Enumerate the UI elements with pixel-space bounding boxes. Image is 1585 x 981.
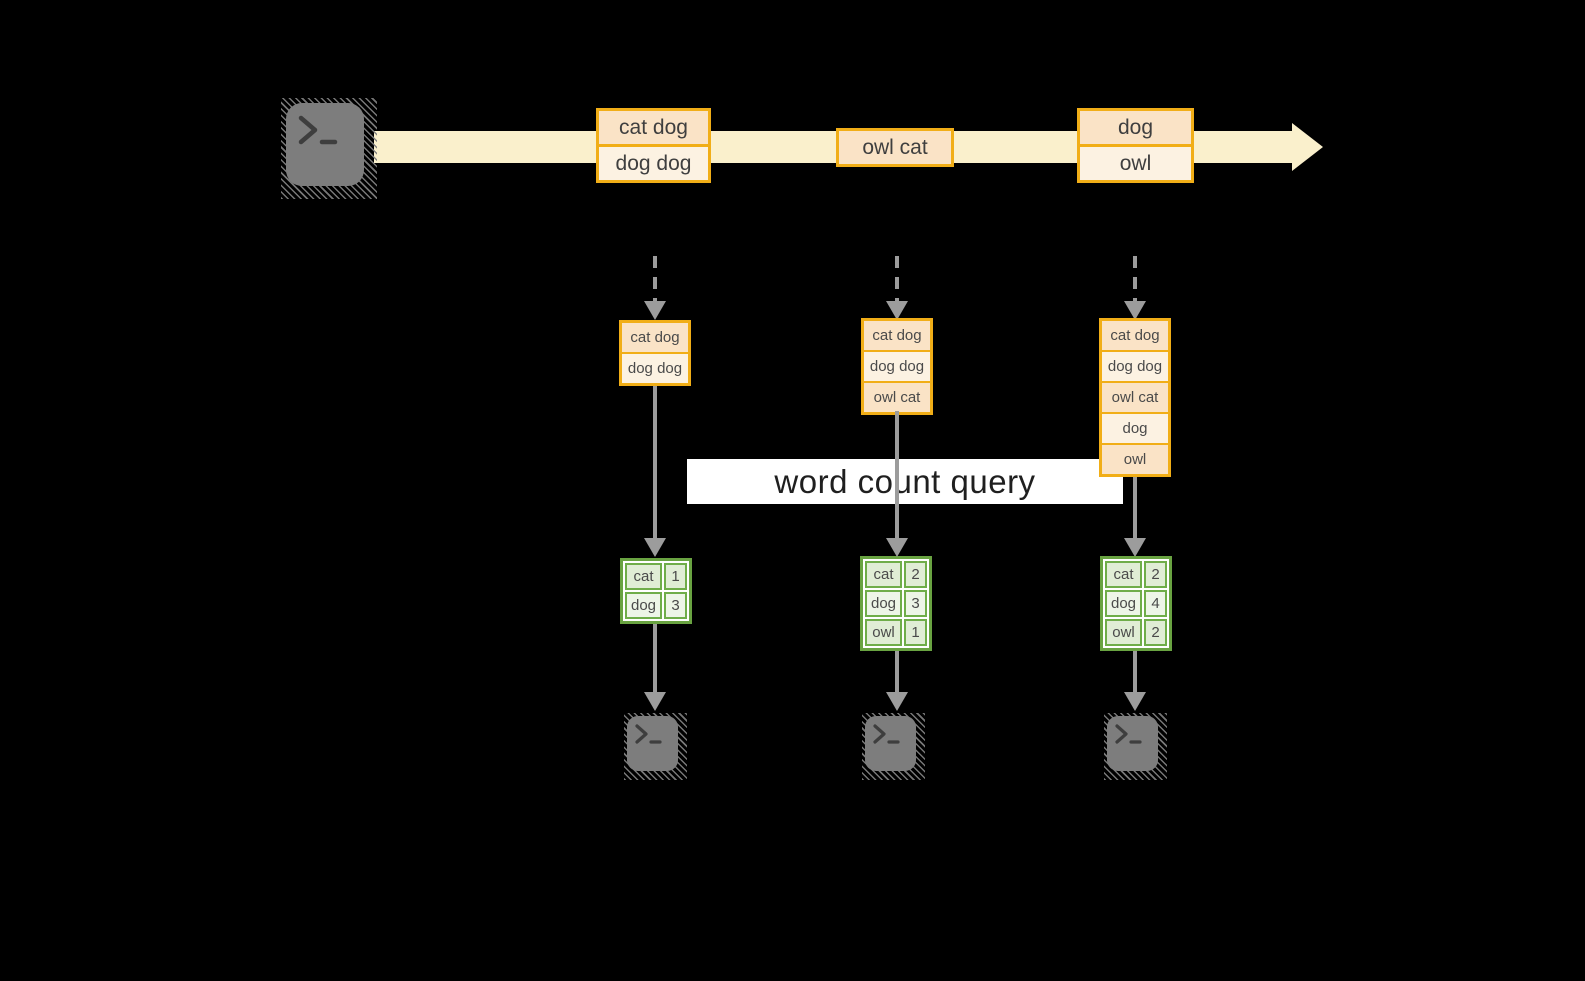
count-cell: 2 [1144, 619, 1167, 646]
arrowhead-icon [1124, 301, 1146, 320]
stack-line: owl cat [1102, 381, 1168, 412]
arrowhead-icon [1124, 538, 1146, 557]
arrow-line [653, 385, 657, 539]
prompt-glyph-icon [873, 724, 900, 744]
dashed-arrow-line [1133, 256, 1137, 302]
query-label: word count query [774, 462, 1036, 500]
stream-batch-2: owl cat [836, 128, 954, 167]
arrowhead-icon [1124, 692, 1146, 711]
prompt-glyph-icon [1115, 724, 1142, 744]
stack-line: owl [1102, 443, 1168, 474]
word-cell: owl [865, 619, 902, 646]
count-cell: 1 [664, 563, 687, 590]
batch-line: dog dog [599, 144, 708, 180]
stack-line: cat dog [1102, 321, 1168, 350]
micro-batch-1: cat dog dog dog [619, 320, 691, 386]
output-terminal-icon-1 [624, 713, 687, 780]
stack-line: cat dog [864, 321, 930, 350]
terminal-plate [286, 103, 364, 186]
arrowhead-icon [886, 692, 908, 711]
query-banner: word count query [687, 459, 1123, 504]
dashed-arrow-line [653, 256, 657, 302]
arrowhead-icon [886, 301, 908, 320]
stack-line: cat dog [622, 323, 688, 352]
batch-line: owl cat [839, 131, 951, 164]
word-cell: cat [625, 563, 662, 590]
stack-line: dog dog [1102, 350, 1168, 381]
count-cell: 2 [1144, 561, 1167, 588]
word-cell: owl [1105, 619, 1142, 646]
word-cell: dog [1105, 590, 1142, 617]
batch-line: dog [1080, 111, 1191, 144]
micro-batch-3: cat dog dog dog owl cat dog owl [1099, 318, 1171, 477]
micro-batch-2: cat dog dog dog owl cat [861, 318, 933, 415]
stack-line: owl cat [864, 381, 930, 412]
count-cell: 3 [664, 592, 687, 619]
arrowhead-icon [644, 692, 666, 711]
output-terminal-icon-3 [1104, 713, 1167, 780]
arrow-line [653, 623, 657, 693]
count-table-1: cat 1 dog 3 [620, 558, 692, 624]
stack-line: dog [1102, 412, 1168, 443]
word-cell: cat [1105, 561, 1142, 588]
prompt-glyph-icon [635, 724, 662, 744]
stack-line: dog dog [622, 352, 688, 383]
count-cell: 2 [904, 561, 927, 588]
count-cell: 4 [1144, 590, 1167, 617]
word-cell: dog [625, 592, 662, 619]
count-cell: 3 [904, 590, 927, 617]
stack-line: dog dog [864, 350, 930, 381]
stream-batch-1: cat dog dog dog [596, 108, 711, 183]
arrow-line [895, 651, 899, 693]
arrowhead-icon [886, 538, 908, 557]
word-cell: dog [865, 590, 902, 617]
stream-arrowhead-icon [1292, 123, 1323, 171]
prompt-glyph-icon [298, 115, 338, 145]
arrow-line [895, 411, 899, 539]
count-table-2: cat 2 dog 3 owl 1 [860, 556, 932, 651]
arrow-line [1133, 651, 1137, 693]
batch-line: cat dog [599, 111, 708, 144]
source-terminal-icon [281, 98, 377, 199]
stream-batch-3: dog owl [1077, 108, 1194, 183]
count-cell: 1 [904, 619, 927, 646]
word-cell: cat [865, 561, 902, 588]
batch-line: owl [1080, 144, 1191, 180]
arrowhead-icon [644, 301, 666, 320]
output-terminal-icon-2 [862, 713, 925, 780]
arrow-line [1133, 476, 1137, 539]
count-table-3: cat 2 dog 4 owl 2 [1100, 556, 1172, 651]
dashed-arrow-line [895, 256, 899, 302]
arrowhead-icon [644, 538, 666, 557]
